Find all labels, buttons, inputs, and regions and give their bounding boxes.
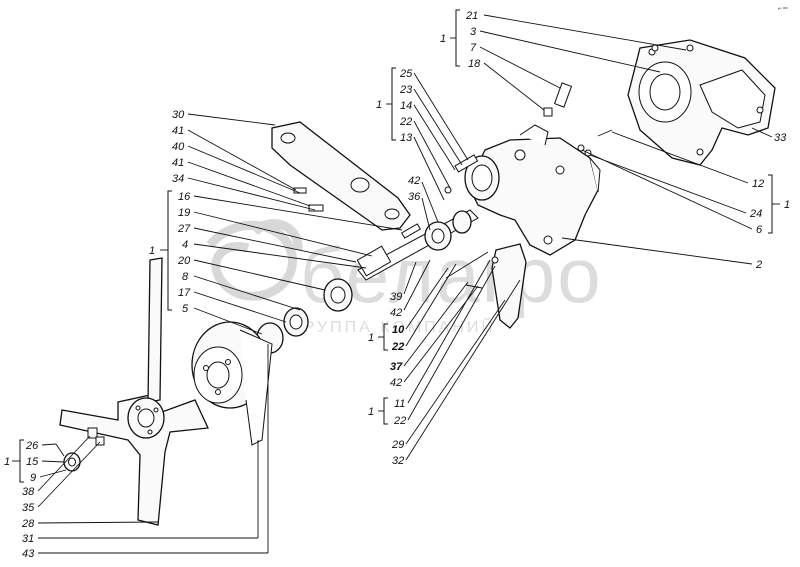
drain-fitting [543,44,659,117]
label-9: 9 [30,472,36,484]
right-edge-labels: 33 1 12 24 6 2 [561,127,790,271]
plate-screws [293,187,324,212]
group-top-right-num: 1 [440,33,446,45]
label-18: 18 [468,58,481,70]
label-22-top: 22 [399,116,412,128]
label-15: 15 [26,456,39,468]
label-13: 13 [400,132,413,144]
adapter-plate [271,121,411,231]
pump-cover [627,39,776,166]
label-17: 17 [178,287,191,299]
pump-housing [464,124,601,256]
label-2: 2 [755,259,762,271]
label-37: 37 [390,361,403,373]
group-right-bottom-a-num: 1 [368,332,374,344]
label-32: 32 [392,455,404,467]
label-42a: 42 [408,175,420,187]
middle-labels: 42 36 39 42 [390,175,439,319]
group-left-mid-num: 1 [149,245,155,257]
housing-bolts [577,129,613,157]
fan-hub-parts [55,427,105,472]
label-23: 23 [399,84,413,96]
label-34: 34 [172,173,184,185]
group-right-bottom-b: 1 11 22 29 32 [368,259,521,467]
label-4: 4 [182,239,188,251]
label-43: 43 [22,548,35,560]
label-8: 8 [182,271,189,283]
label-5: 5 [182,303,189,315]
label-35: 35 [22,502,35,514]
label-33: 33 [774,132,787,144]
group-upper-mid: 1 25 23 14 22 13 [376,67,469,201]
label-12: 12 [752,178,764,190]
group-right-bottom-b-num: 1 [368,406,374,418]
seal-rings [256,278,353,354]
group-right-edge-num: 1 [784,199,790,211]
group-top-right: 1 21 3 7 18 [440,9,687,111]
label-28: 28 [21,518,35,530]
group-bottom-left-num: 1 [4,456,10,468]
label-25: 25 [399,68,413,80]
label-21: 21 [465,10,478,22]
label-42b: 42 [390,307,402,319]
left-upper-labels: 30 41 40 41 34 [172,109,316,211]
label-19: 19 [178,207,190,219]
label-29: 29 [391,439,404,451]
label-31: 31 [22,533,34,545]
label-41b: 41 [172,157,184,169]
label-6: 6 [756,224,763,236]
label-14: 14 [400,100,412,112]
label-11: 11 [394,398,405,410]
label-41a: 41 [172,125,184,137]
label-27: 27 [177,223,191,235]
label-10: 10 [392,324,405,336]
group-right-bottom-a: 1 10 22 37 42 [368,263,479,389]
label-22-low: 22 [393,415,406,427]
label-38: 38 [22,486,35,498]
label-39: 39 [390,291,402,303]
label-16: 16 [178,191,191,203]
label-7: 7 [470,42,477,54]
corner-note: ⌐ ═ [778,6,788,12]
label-22-mid: 22 [391,341,404,353]
label-26: 26 [25,440,39,452]
label-40: 40 [172,141,185,153]
label-3: 3 [470,26,477,38]
label-24: 24 [749,208,762,220]
label-36: 36 [408,191,421,203]
label-30: 30 [172,109,185,121]
group-left-mid: 1 16 19 27 4 20 8 17 5 [149,190,403,335]
label-20: 20 [177,255,191,267]
pulley [191,321,273,446]
label-42c: 42 [390,377,402,389]
group-bottom-left: 1 26 15 9 38 35 28 31 43 [4,344,269,560]
group-upper-mid-num: 1 [376,99,382,111]
